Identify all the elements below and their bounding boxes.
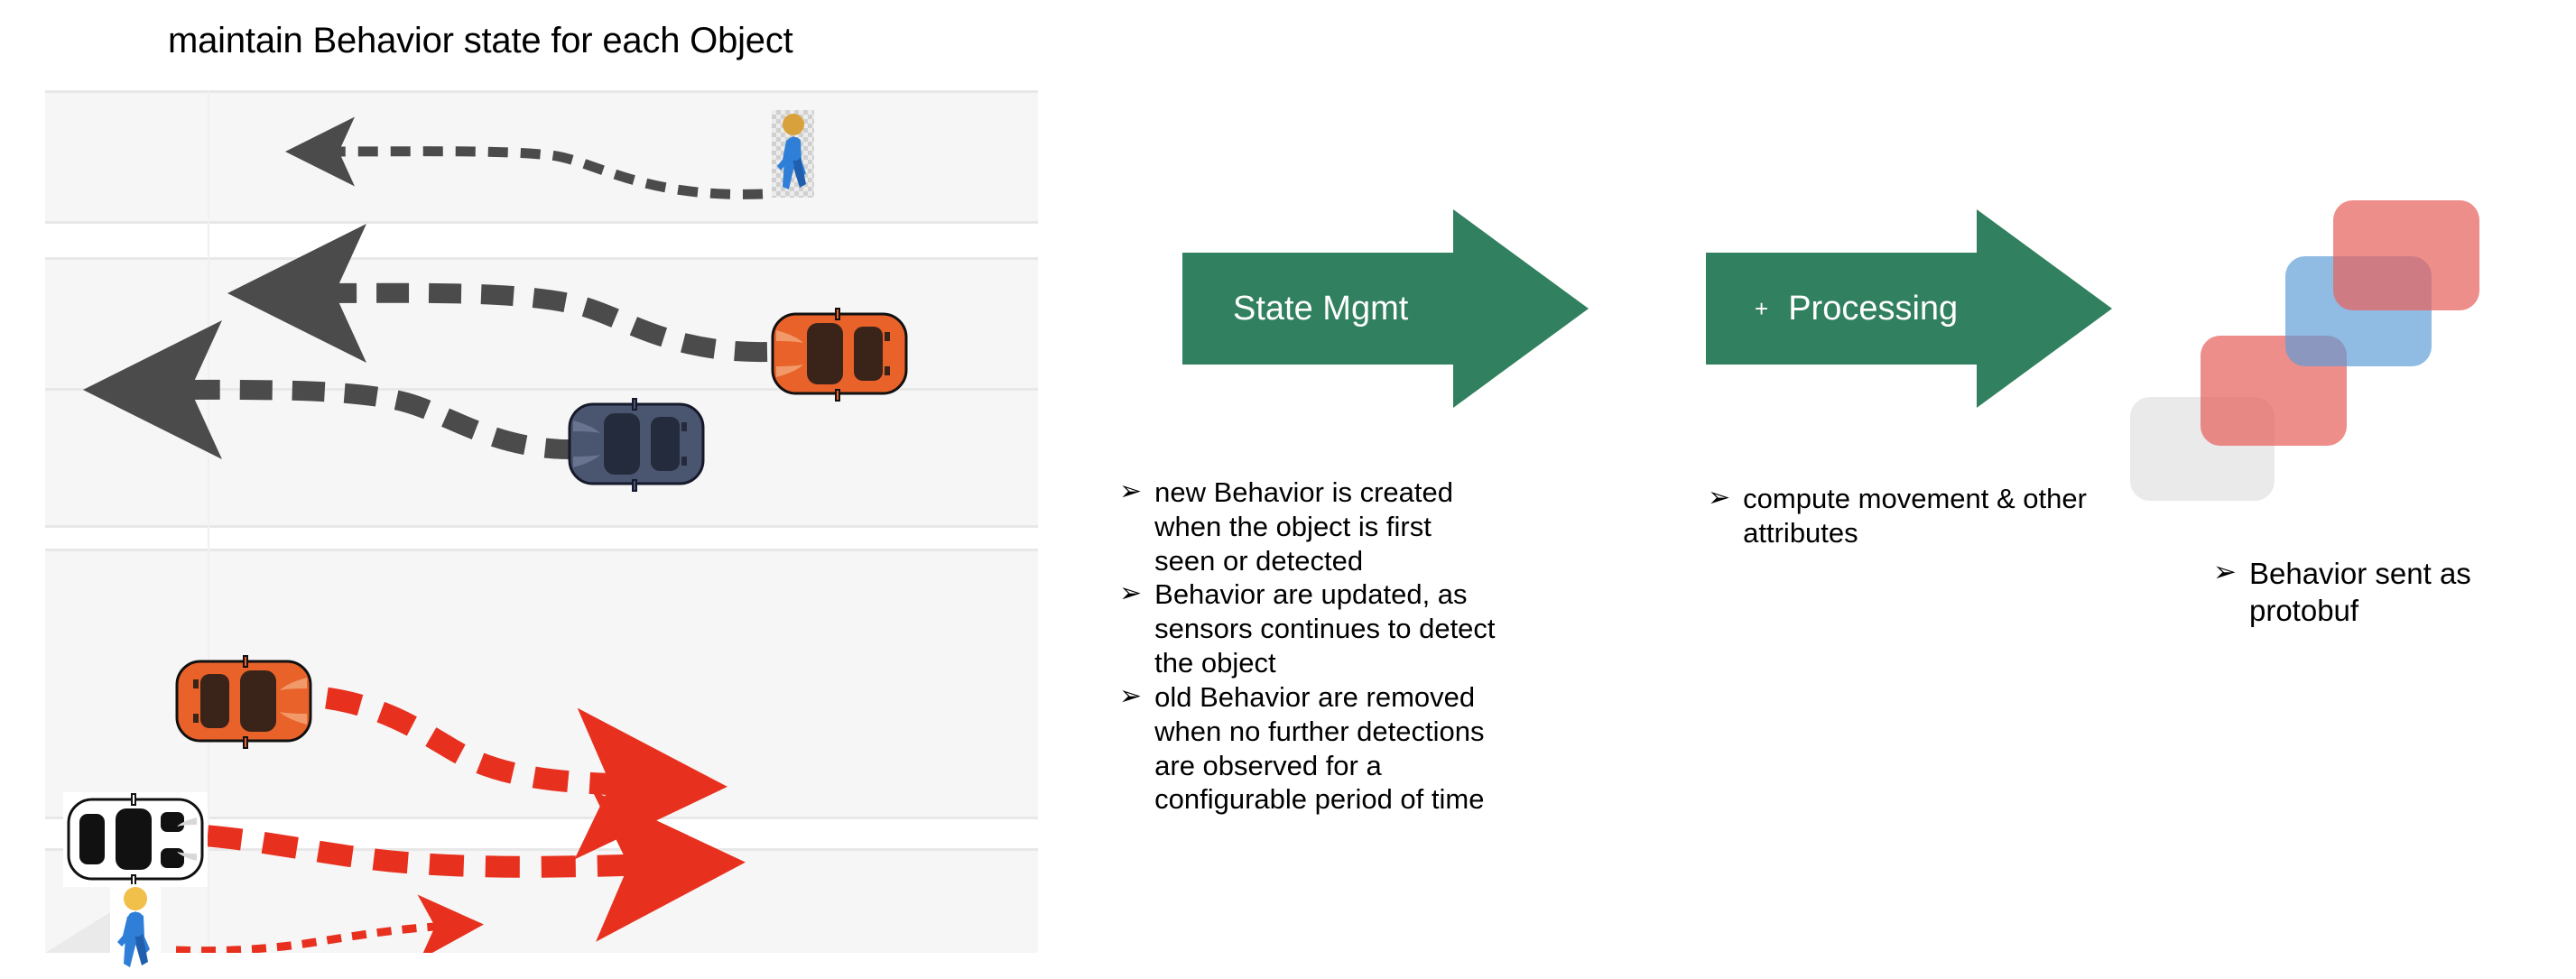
list-item: ➢ Behavior are updated, as sensors conti… bbox=[1119, 577, 1498, 679]
stack-card-red-top bbox=[2333, 200, 2479, 310]
bullet-text: Behavior are updated, as sensors continu… bbox=[1154, 578, 1496, 679]
list-item: ➢ new Behavior is created when the objec… bbox=[1119, 476, 1498, 577]
flow-arrow-label-processing: Processing bbox=[1788, 289, 1959, 328]
bullet-text: old Behavior are removed when no further… bbox=[1154, 680, 1485, 816]
arrow-bullet-icon: ➢ bbox=[1119, 577, 1143, 610]
actor-car-orange-upper bbox=[767, 307, 912, 402]
bullet-list-processing: ➢ compute movement & other attributes bbox=[1708, 482, 2087, 550]
car-top-view-icon bbox=[568, 398, 705, 492]
actor-pedestrian-top bbox=[772, 110, 814, 198]
actor-car-white bbox=[63, 792, 208, 887]
actor-car-navy bbox=[564, 397, 709, 492]
bullet-text: Behavior sent as protobuf bbox=[2248, 557, 2471, 628]
flow-arrow-plus-sign: + bbox=[1755, 294, 1769, 322]
lane-edge bbox=[45, 525, 1038, 528]
pedestrian-icon bbox=[777, 114, 806, 189]
actor-car-orange-lower bbox=[171, 654, 316, 749]
car-top-view-icon bbox=[771, 308, 908, 402]
lane-edge bbox=[45, 257, 1038, 260]
bullet-text: compute movement & other attributes bbox=[1743, 483, 2087, 549]
right-arrow-shape-icon bbox=[1706, 209, 2112, 408]
arrow-bullet-icon: ➢ bbox=[2213, 556, 2237, 588]
stacked-behavior-cards bbox=[2112, 180, 2491, 532]
lane-edge bbox=[45, 90, 1038, 93]
lane-edge bbox=[45, 388, 1038, 391]
arrow-bullet-icon: ➢ bbox=[1119, 476, 1143, 507]
lane-divider-vertical bbox=[208, 90, 209, 953]
lane-band-top bbox=[45, 90, 1038, 224]
lane-edge bbox=[45, 817, 1038, 819]
bullet-list-state-mgmt: ➢ new Behavior is created when the objec… bbox=[1119, 476, 1498, 817]
arrow-bullet-icon: ➢ bbox=[1708, 482, 1731, 513]
list-item: ➢ Behavior sent as protobuf bbox=[2213, 555, 2574, 630]
actor-pedestrian-bottom bbox=[110, 884, 161, 974]
lane-edge bbox=[45, 549, 1038, 551]
lane-edge bbox=[45, 848, 1038, 851]
list-item: ➢ old Behavior are removed when no furth… bbox=[1119, 680, 1498, 817]
flow-arrow-label-state-mgmt: State Mgmt bbox=[1233, 289, 1409, 328]
traffic-scene bbox=[45, 90, 1038, 974]
arrow-bullet-icon: ➢ bbox=[1119, 679, 1143, 712]
bullet-list-output: ➢ Behavior sent as protobuf bbox=[2213, 555, 2574, 630]
right-arrow-shape-icon bbox=[1182, 209, 1589, 408]
trajectory-layer bbox=[83, 116, 768, 953]
lane-edge bbox=[45, 221, 1038, 224]
page-title: maintain Behavior state for each Object bbox=[168, 21, 793, 60]
bullet-text: new Behavior is created when the object … bbox=[1154, 476, 1453, 577]
flow-arrow-processing[interactable]: + Processing bbox=[1706, 209, 2161, 408]
car-top-view-icon bbox=[67, 793, 204, 887]
pedestrian-icon bbox=[117, 887, 150, 967]
car-top-view-icon bbox=[175, 655, 312, 749]
list-item: ➢ compute movement & other attributes bbox=[1708, 482, 2087, 550]
flow-arrow-state-mgmt[interactable]: State Mgmt bbox=[1182, 209, 1639, 408]
